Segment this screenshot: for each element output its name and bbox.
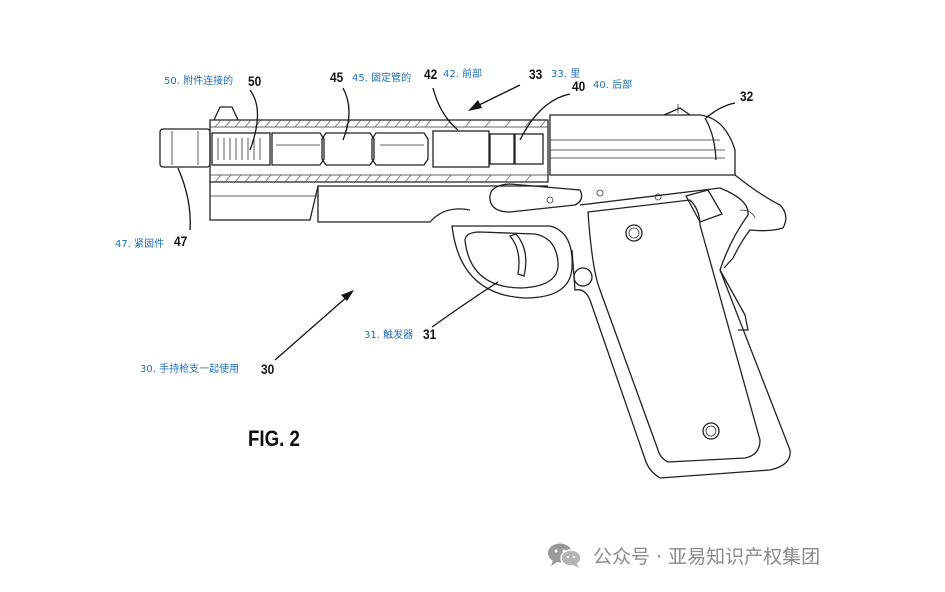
ref-47: 47 bbox=[174, 233, 188, 249]
leader-42 bbox=[432, 87, 459, 131]
annotation-42: 42. 前部 bbox=[443, 69, 483, 80]
wechat-icon bbox=[547, 542, 583, 568]
watermark-text: 公众号 · 亚易知识产权集团 bbox=[593, 545, 821, 568]
ref-50: 50 bbox=[248, 73, 262, 89]
arrow-33 bbox=[474, 84, 521, 108]
inner-tube bbox=[211, 130, 544, 168]
ref-33: 33 bbox=[529, 66, 543, 82]
leader-50 bbox=[249, 89, 259, 151]
annotation-45: 45. 固定管的 bbox=[352, 73, 412, 84]
leader-32 bbox=[705, 102, 736, 119]
arrow-30 bbox=[274, 295, 349, 361]
ref-40: 40 bbox=[572, 78, 586, 94]
ref-31: 31 bbox=[423, 326, 437, 342]
trigger-guard bbox=[451, 225, 593, 299]
leader-31 bbox=[431, 281, 499, 328]
ref-30: 30 bbox=[261, 361, 275, 377]
annotation-33: 33. 里 bbox=[551, 69, 581, 80]
ref-45: 45 bbox=[330, 69, 344, 85]
arrowhead-33 bbox=[468, 100, 482, 111]
annotation-40: 40. 后部 bbox=[593, 80, 633, 91]
arrowhead-30 bbox=[341, 290, 354, 301]
fastener-tube bbox=[159, 128, 211, 168]
rear-slide bbox=[549, 104, 736, 176]
leader-45 bbox=[342, 87, 350, 141]
annotation-47: 47. 紧固件 bbox=[115, 239, 165, 250]
annotation-50: 50. 附件连接的 bbox=[164, 76, 234, 87]
figure-label: FIG. 2 bbox=[248, 426, 300, 451]
leader-40 bbox=[519, 93, 571, 141]
watermark: 公众号 · 亚易知识产权集团 bbox=[547, 541, 820, 569]
frame bbox=[209, 182, 662, 223]
leader-lines bbox=[177, 84, 736, 361]
annotation-31: 31. 触发器 bbox=[364, 330, 414, 341]
leader-47 bbox=[177, 167, 191, 231]
grip bbox=[571, 174, 791, 479]
ref-32: 32 bbox=[740, 88, 754, 104]
slide bbox=[209, 106, 549, 183]
ref-42: 42 bbox=[424, 66, 438, 82]
annotation-30: 30. 手持枪支一起使用 bbox=[140, 364, 240, 375]
